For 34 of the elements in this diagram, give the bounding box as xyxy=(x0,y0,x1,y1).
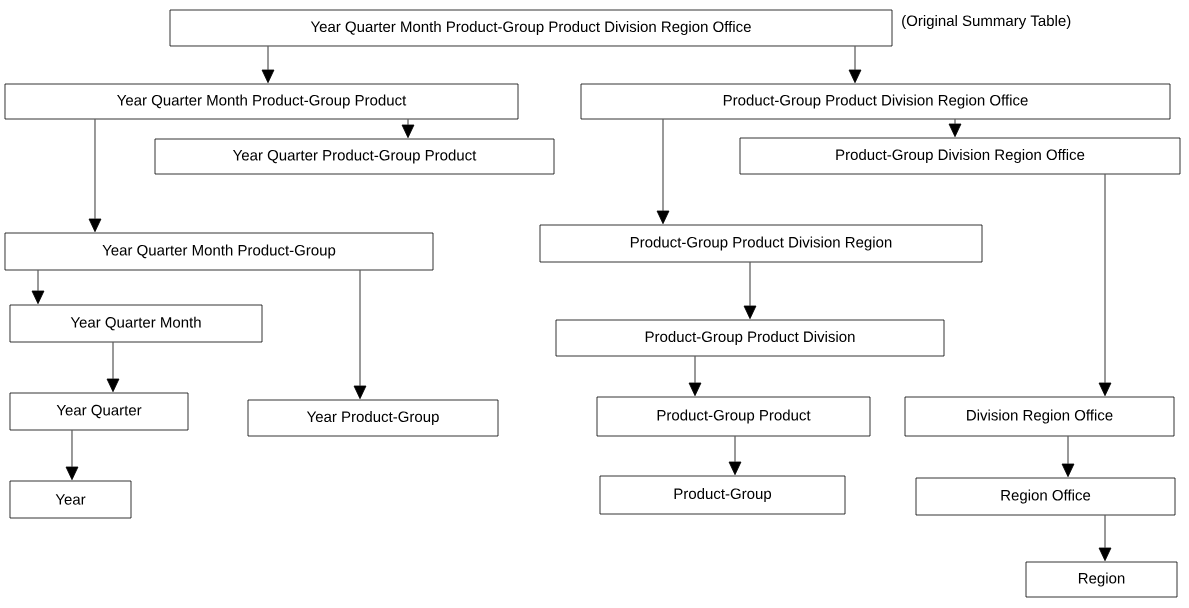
table-box: Year Quarter Month xyxy=(9,304,263,343)
arrow xyxy=(106,342,120,393)
arrow xyxy=(261,46,275,84)
table-box: Division Region Office xyxy=(904,396,1175,437)
table-box: Year Quarter Month Product-Group Product xyxy=(4,83,519,120)
arrow xyxy=(1098,174,1112,397)
table-box: Year Quarter Month Product-Group Product Division Region Office xyxy=(169,9,893,47)
table-box: Product-Group Product Division xyxy=(555,319,945,357)
table-box: Product-Group Product xyxy=(596,396,871,437)
table-box: Year xyxy=(9,480,132,519)
arrow xyxy=(848,46,862,84)
table-box: Product-Group Division Region Office xyxy=(739,137,1181,175)
arrow xyxy=(31,270,45,305)
arrow xyxy=(353,270,367,400)
caption-text: (Original Summary Table) xyxy=(902,15,1071,29)
table-box: Region xyxy=(1025,561,1178,598)
arrow xyxy=(688,356,702,397)
table-box: Year Quarter Month Product-Group xyxy=(4,232,434,271)
table-box: Region Office xyxy=(915,477,1176,516)
table-box: Product-Group Product Division Region Office xyxy=(580,83,1171,120)
arrow xyxy=(65,430,79,481)
arrow xyxy=(743,262,757,320)
arrow xyxy=(948,119,962,138)
arrow xyxy=(401,119,415,139)
table-box: Year Quarter xyxy=(9,392,189,431)
table-box: Product-Group xyxy=(599,475,846,515)
arrow xyxy=(1061,436,1075,478)
arrow xyxy=(656,119,670,225)
arrow xyxy=(1098,515,1112,562)
table-box: Year Quarter Product-Group Product xyxy=(154,138,555,175)
arrow xyxy=(728,436,742,476)
table-box: Year Product-Group xyxy=(247,399,499,437)
arrow xyxy=(88,119,102,233)
table-box: Product-Group Product Division Region xyxy=(539,224,983,263)
